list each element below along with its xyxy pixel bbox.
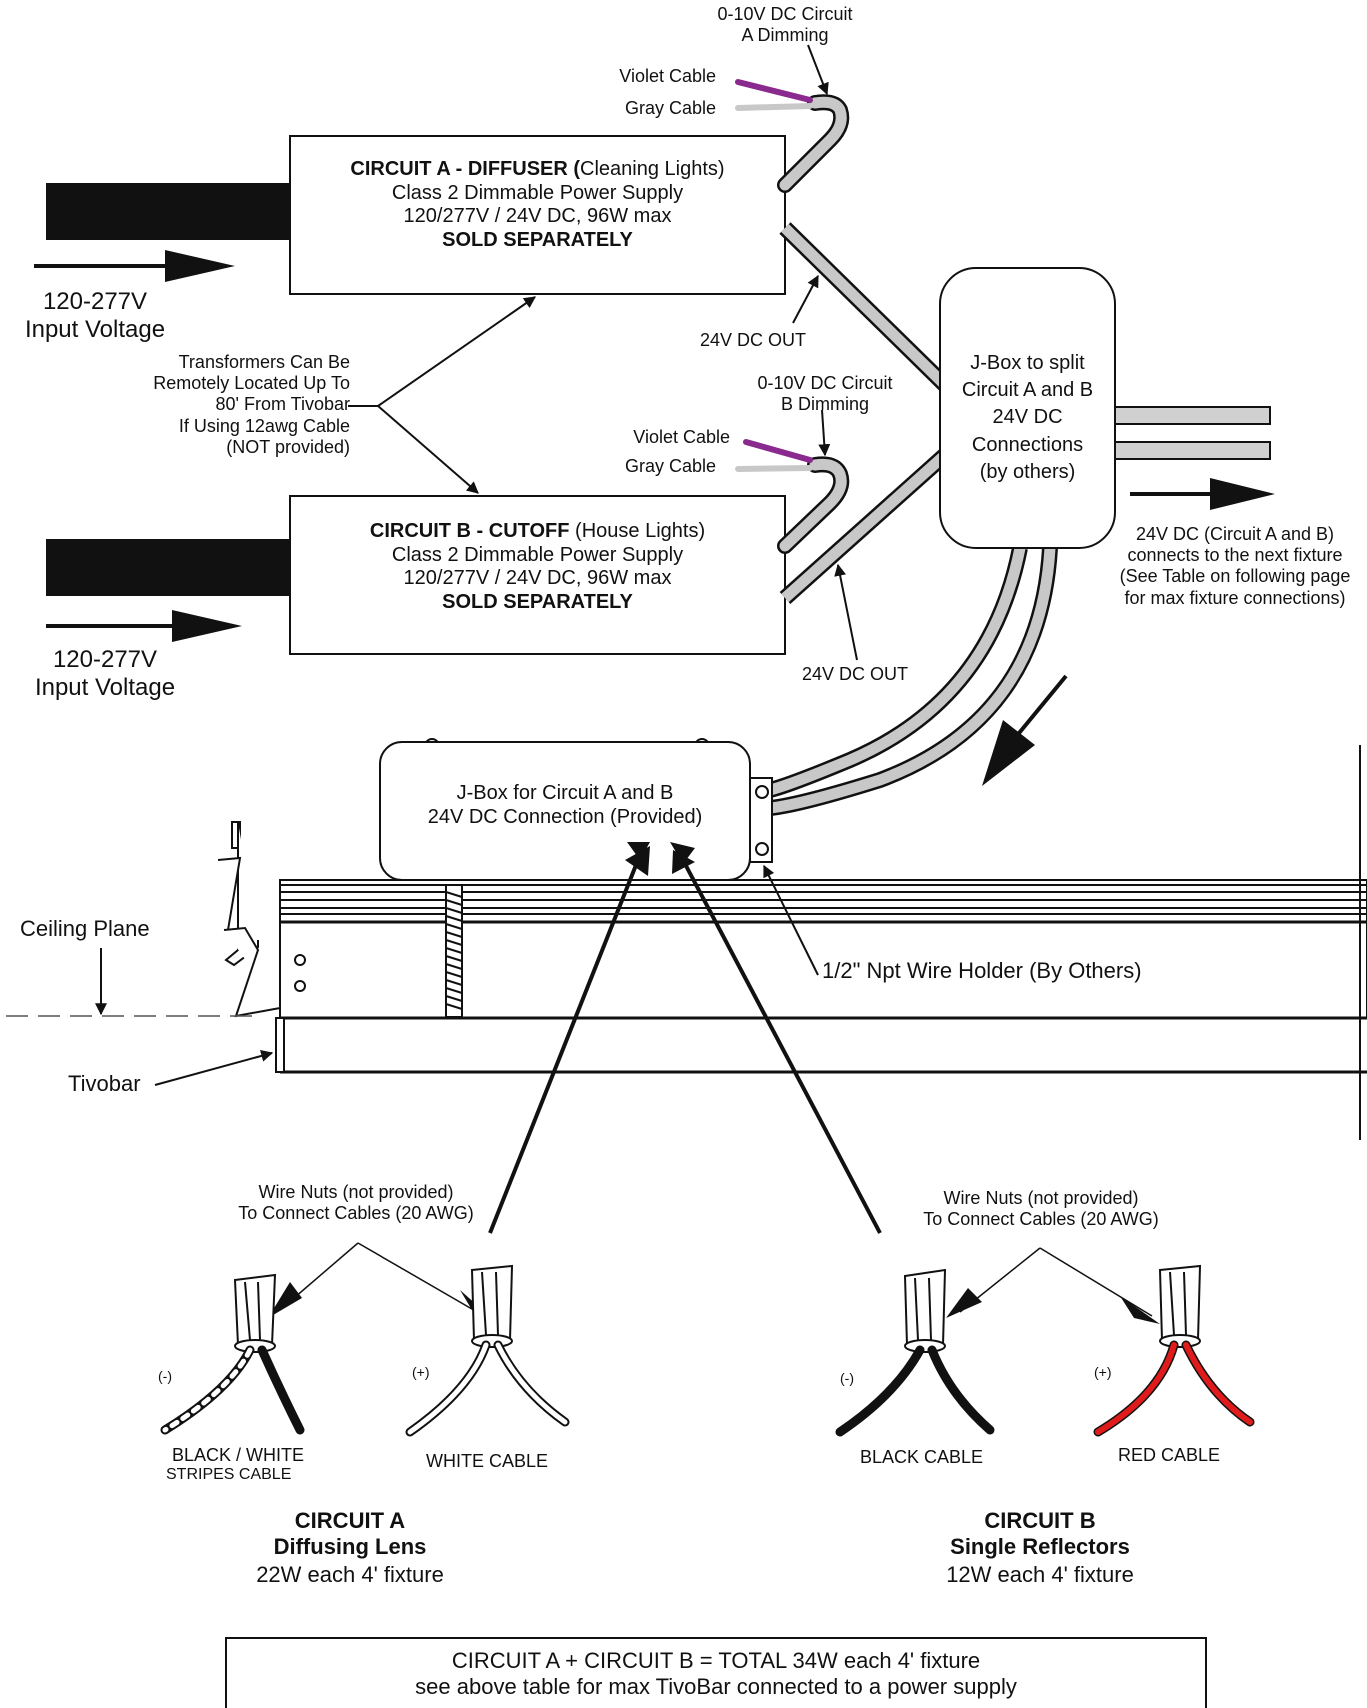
cable-b-neg-label: BLACK CABLE: [860, 1447, 984, 1467]
violet-wire-b: [743, 439, 813, 463]
circuit-b-title: CIRCUIT B - CUTOFF: [369, 520, 570, 542]
transformer-note: Transformers Can Be Remotely Located Up …: [153, 352, 350, 457]
violet-cable-label-b: Violet Cable: [633, 427, 730, 447]
gray-wire-b: [735, 465, 813, 472]
dimming-b-pointer: [818, 409, 831, 457]
circuit-a-summary: CIRCUIT A Diffusing Lens 22W each 4' fix…: [256, 1508, 444, 1587]
wire-nuts-label-b: Wire Nuts (not provided)To Connect Cable…: [923, 1188, 1159, 1230]
tivobar-label: Tivobar: [68, 1071, 141, 1096]
total-box-text: CIRCUIT A + CIRCUIT B = TOTAL 34W each 4…: [415, 1648, 1017, 1699]
input-cable-b: [46, 539, 290, 596]
tivobar-pointer: [154, 1050, 274, 1086]
input-arrow-a: [34, 250, 235, 282]
gray-wire-a: [735, 103, 813, 111]
circuit-b-summary: CIRCUIT B Single Reflectors 12W each 4' …: [946, 1508, 1134, 1587]
violet-cable-label-a: Violet Cable: [619, 66, 716, 86]
down-cables: [767, 546, 1058, 816]
cable-a-neg-label: BLACK / WHITE STRIPES CABLE: [166, 1445, 305, 1484]
circuit-b-big-pointer: [682, 861, 882, 1234]
next-fixture-note: 24V DC (Circuit A and B) connects to the…: [1119, 524, 1351, 608]
wire-holder-pointer: [763, 864, 819, 976]
wires-a-pos: [405, 1340, 570, 1437]
dc-out-cable-b: [779, 449, 951, 604]
threaded-rod: [445, 884, 463, 1018]
jbox-provided-text: J-Box for Circuit A and B 24V DC Connect…: [427, 782, 703, 828]
wire-nut-pointers-b: [959, 1247, 1153, 1317]
polarity-b-neg: (-): [840, 1370, 854, 1386]
total-box-outline: [225, 1637, 1207, 1708]
jbox-provided: [379, 738, 773, 881]
mounting-clip: [217, 821, 306, 1018]
cable-a-pos-label: WHITE CABLE: [426, 1451, 549, 1471]
transformer-pointer-b: [377, 405, 479, 494]
circuit-b-box-text: CIRCUIT B - CUTOFF (House Lights) Class …: [369, 520, 706, 613]
polarity-a-pos: (+): [412, 1364, 430, 1380]
wire-nut-pointers-a: [279, 1242, 485, 1317]
wires-b-pos: [1093, 1340, 1255, 1437]
gray-cable-label-b: Gray Cable: [624, 456, 716, 476]
circuit-a-big-pointer: [488, 859, 640, 1234]
dimming-a-pointer: [807, 44, 829, 96]
next-fixture-arrow: [1130, 478, 1275, 510]
gray-cable-label-a: Gray Cable: [624, 98, 716, 118]
circuit-b-box-outline: [289, 495, 786, 655]
wires-a-neg: [160, 1345, 305, 1435]
wires-b-neg: [835, 1345, 995, 1437]
ceiling-plane-label: Ceiling Plane: [20, 916, 150, 941]
polarity-a-neg: (-): [158, 1368, 172, 1384]
polarity-b-pos: (+): [1094, 1364, 1112, 1380]
dimming-cable-b: [777, 456, 850, 554]
wire-nut-b-pos: [1158, 1264, 1202, 1348]
transformer-pointer-a: [377, 296, 536, 407]
dimming-cable-a: [777, 94, 850, 193]
violet-wire-a: [735, 79, 813, 103]
input-cable-a: [46, 183, 290, 240]
wire-holder-label: 1/2" Npt Wire Holder (By Others): [822, 958, 1142, 983]
cable-b-pos-label: RED CABLE: [1118, 1445, 1221, 1465]
dc-out-cable-a: [779, 222, 951, 391]
next-fixture-cables: [1114, 406, 1271, 460]
jbox-split-text: J-Box to split Circuit A and B 24V DC Co…: [961, 352, 1094, 483]
wire-nuts-label-a: Wire Nuts (not provided)To Connect Cable…: [238, 1182, 474, 1224]
circuit-b-title-suffix: (House Lights): [569, 520, 706, 542]
out-b-pointer: [834, 563, 858, 661]
jbox-split-outline: [939, 267, 1116, 549]
wire-nut-a-neg: [233, 1273, 277, 1353]
input-arrow-b: [46, 610, 242, 642]
dc-out-label-b: 24V DC OUT: [802, 664, 909, 684]
circuit-a-box-text: CIRCUIT A - DIFFUSER (Cleaning Lights) C…: [350, 158, 725, 251]
circuit-a-title: CIRCUIT A - DIFFUSER (: [350, 158, 581, 180]
dc-out-label-a: 24V DC OUT: [700, 330, 807, 350]
circuit-a-box-outline: [289, 135, 786, 295]
down-arrow: [982, 674, 1068, 786]
out-a-pointer: [792, 274, 819, 324]
circuit-a-title-suffix: Cleaning Lights): [580, 158, 725, 180]
wire-nut-a-pos: [470, 1264, 514, 1348]
wire-nut-b-neg: [903, 1268, 947, 1353]
